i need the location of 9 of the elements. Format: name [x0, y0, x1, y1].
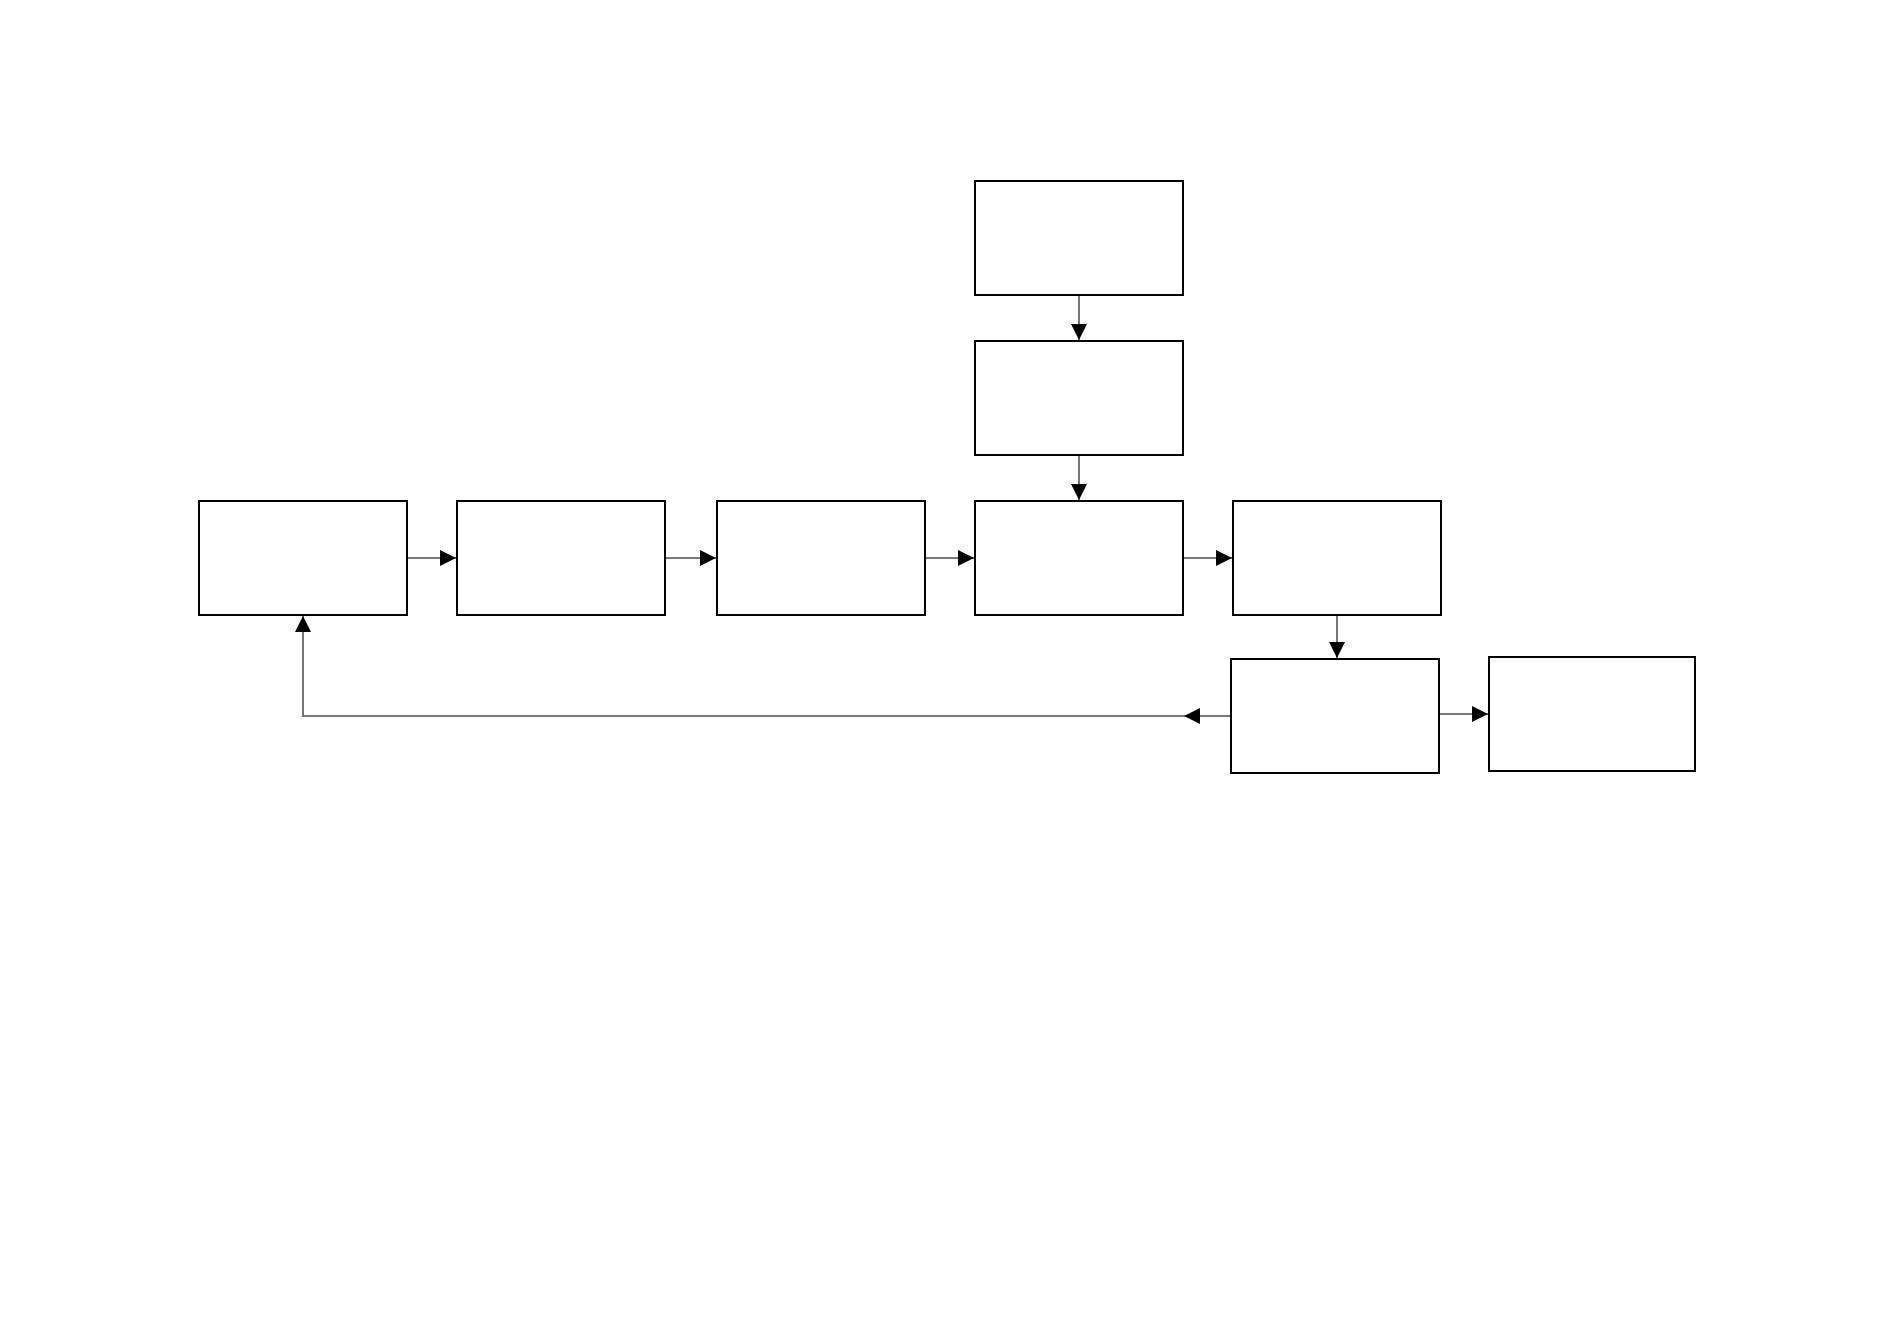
process-box [974, 500, 1184, 616]
process-box [456, 500, 666, 616]
process-box [974, 340, 1184, 456]
process-box [1232, 500, 1442, 616]
process-box [974, 180, 1184, 296]
process-box [1488, 656, 1696, 772]
process-box [198, 500, 408, 616]
process-box [716, 500, 926, 616]
process-box [1230, 658, 1440, 774]
